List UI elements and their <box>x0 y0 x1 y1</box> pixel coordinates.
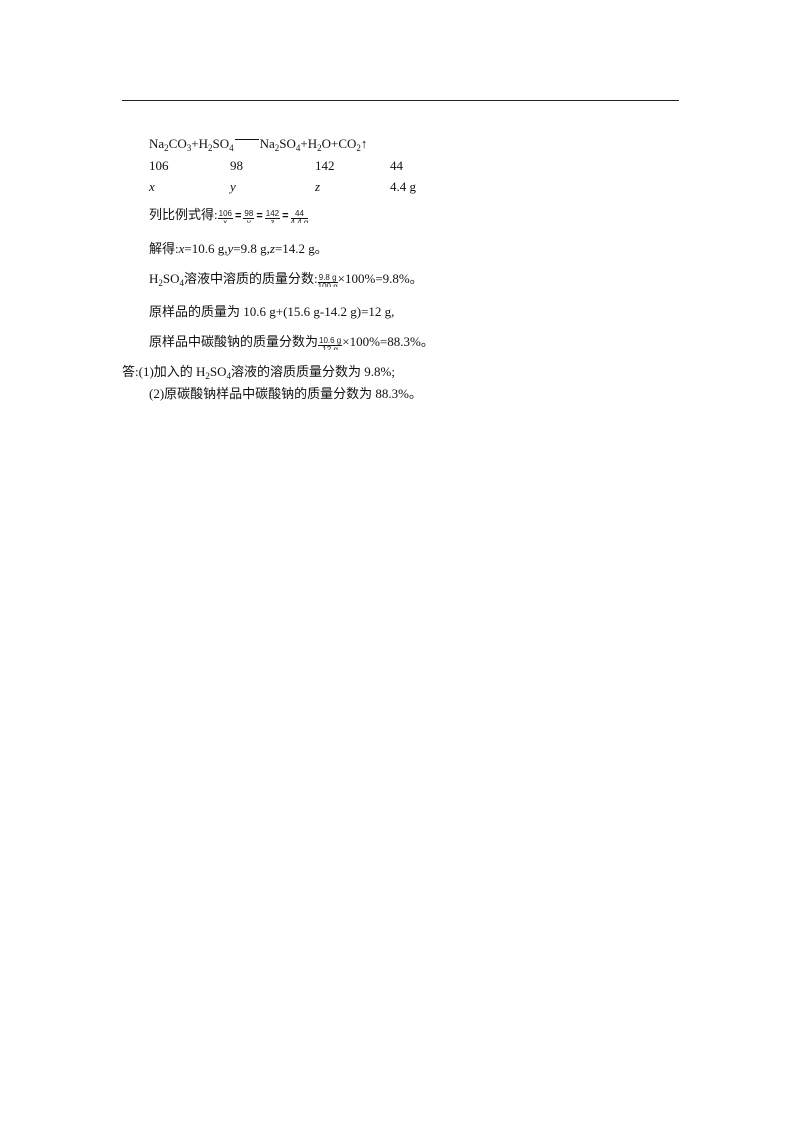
var-y: y <box>227 241 234 256</box>
subscript: 2 <box>158 278 163 288</box>
fraction-label: 溶液中溶质的质量分数: <box>184 271 318 286</box>
fraction-denominator: z <box>265 219 280 223</box>
gas-arrow: ↑ <box>360 136 368 151</box>
formula-part: CO <box>168 136 187 151</box>
unknown-y: y <box>230 179 236 194</box>
fraction-10-6-over-12: 10.6 g12 g <box>318 335 343 350</box>
formula-part: H <box>149 271 159 286</box>
formula-part: SO <box>162 271 180 286</box>
var-x: x <box>178 241 185 256</box>
fraction-result: ×100%=88.3%。 <box>342 334 434 349</box>
subscript: 2 <box>205 371 210 381</box>
subscript: 4 <box>295 143 301 153</box>
equals-sign: = <box>282 210 289 223</box>
subscript: 2 <box>317 143 322 153</box>
fraction-numerator: 142 <box>264 208 281 219</box>
formula-part: O+CO <box>321 136 357 151</box>
ratio-line: 列比例式得:106x=98y=142z=444.4 g <box>149 207 309 224</box>
co2-mass: 4.4 g <box>390 179 416 194</box>
solve-prefix: 解得: <box>149 241 179 256</box>
y-value: =9.8 g, <box>233 241 270 256</box>
fraction-44-co2: 444.4 g <box>290 209 309 223</box>
unknown-x: x <box>149 179 155 194</box>
unknown-z: z <box>315 179 321 194</box>
fraction-denominator: x <box>218 219 233 223</box>
fraction-denominator: 100 g <box>318 283 338 287</box>
x-value: =10.6 g, <box>184 241 228 256</box>
mass-na2co3: 106 <box>149 158 169 173</box>
mass-na2so4: 142 <box>315 158 335 173</box>
formula-part: +H <box>300 136 318 151</box>
h2so4-mass-fraction-line: H2SO4溶液中溶质的质量分数:9.8 g100 g×100%=9.8%。 <box>149 271 423 288</box>
mass-co2: 44 <box>390 158 403 173</box>
sample-mass-line: 原样品的质量为 10.6 g+(15.6 g-14.2 g)=12 g, <box>149 304 395 319</box>
fraction-142-z: 142z <box>264 208 281 223</box>
subscript: 2 <box>274 143 280 153</box>
formula-part: Na <box>149 136 165 151</box>
formula-part: Na <box>259 136 275 151</box>
subscript: 4 <box>179 278 185 288</box>
fraction-label: 原样品中碳酸钠的质量分数为 <box>149 334 319 349</box>
subscript: 2 <box>356 143 361 153</box>
formula-part: SO <box>279 136 296 151</box>
fraction-numerator: 98 <box>243 208 255 219</box>
fraction-denominator: y <box>243 219 254 223</box>
fraction-98-y: 98y <box>243 208 255 223</box>
formula-part: SO <box>212 136 230 151</box>
answer-line-2: (2)原碳酸钠样品中碳酸钠的质量分数为 88.3%。 <box>149 386 422 401</box>
mass-h2so4: 98 <box>230 158 243 173</box>
subscript: 2 <box>164 143 169 153</box>
fraction-result: ×100%=9.8%。 <box>337 271 423 286</box>
ratio-prefix: 列比例式得: <box>149 207 218 222</box>
fraction-9-8-over-100: 9.8 g100 g <box>317 272 338 287</box>
var-z: z <box>269 241 275 256</box>
fraction-numerator: 44 <box>290 209 309 219</box>
subscript: 2 <box>207 143 213 153</box>
equals-sign: = <box>234 210 242 223</box>
subscript: 4 <box>226 371 232 381</box>
equals-sign: = <box>256 210 263 223</box>
fraction-numerator: 106 <box>217 208 233 219</box>
answer-text: 答:(1)加入的 H <box>122 364 206 379</box>
answer-text: 溶液的溶质质量分数为 9.8%; <box>231 364 395 379</box>
molar-masses-row: 106 98 142 44 <box>0 158 800 174</box>
formula-part: +H <box>191 136 208 151</box>
subscript: 4 <box>229 143 234 153</box>
solution-line: 解得:x=10.6 g,y=9.8 g,z=14.2 g。 <box>149 241 328 257</box>
subscript: 3 <box>186 143 192 153</box>
fraction-106-x: 106x <box>217 208 233 223</box>
fraction-denominator: 4.4 g <box>291 219 309 223</box>
fraction-numerator: 9.8 g <box>317 272 338 283</box>
z-value: =14.2 g。 <box>274 241 328 256</box>
header-rule <box>122 100 679 101</box>
unknowns-row: x y z 4.4 g <box>0 179 800 195</box>
answer-text: SO <box>209 364 227 379</box>
reaction-line <box>234 139 259 140</box>
fraction-numerator: 10.6 g <box>318 335 343 346</box>
fraction-denominator: 12 g <box>318 346 342 350</box>
answer-line-1: 答:(1)加入的 H2SO4溶液的溶质质量分数为 9.8%; <box>122 364 395 381</box>
